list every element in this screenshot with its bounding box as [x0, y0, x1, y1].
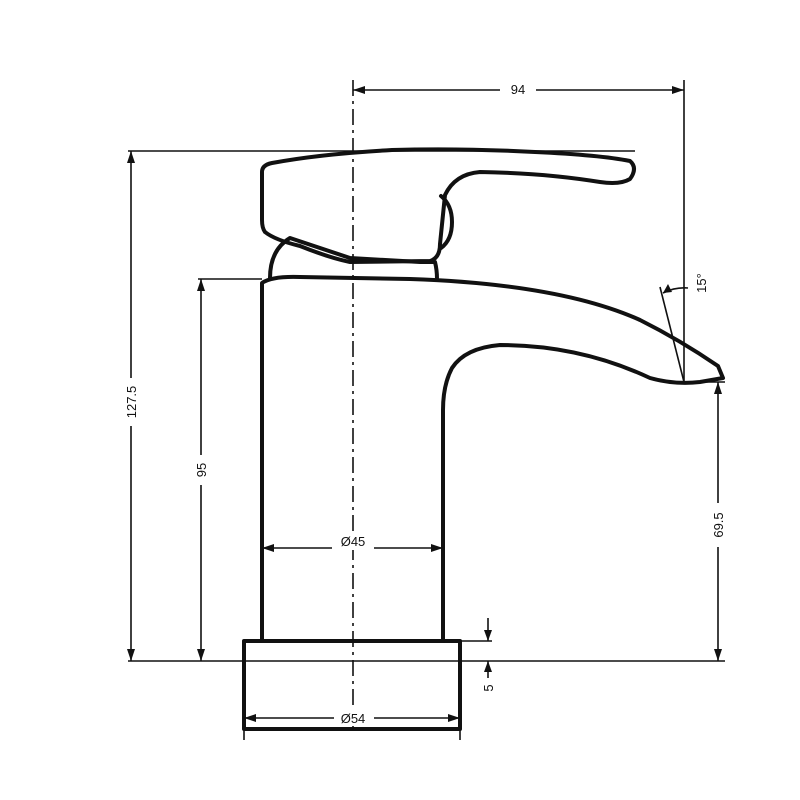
dimension-top-width: 94: [353, 80, 684, 98]
extension-lines: [128, 80, 725, 740]
faucet-outline: [242, 147, 725, 731]
label-spout-height: 69.5: [711, 512, 726, 537]
label-total-height: 127.5: [124, 386, 139, 419]
label-body-height: 95: [194, 463, 209, 477]
label-base-diameter: Ø54: [341, 711, 366, 726]
dimension-body-diameter: Ø45: [262, 532, 443, 552]
dimension-spout-height: 69.5: [708, 382, 728, 661]
label-spout-angle: 15°: [694, 273, 709, 293]
label-base-thickness: 5: [481, 684, 496, 691]
lever-handle: [260, 147, 636, 264]
label-top-width: 94: [511, 82, 525, 97]
dimension-base-diameter: Ø54: [244, 708, 460, 726]
dimension-body-height: 95: [191, 279, 211, 661]
handle-pivot: [439, 194, 454, 250]
dimension-total-height: 127.5: [121, 151, 141, 661]
dimension-spout-angle: 15°: [659, 273, 709, 383]
label-body-diameter: Ø45: [341, 534, 366, 549]
dimension-base-thickness: 5: [481, 618, 496, 692]
body-and-spout: [260, 274, 725, 643]
